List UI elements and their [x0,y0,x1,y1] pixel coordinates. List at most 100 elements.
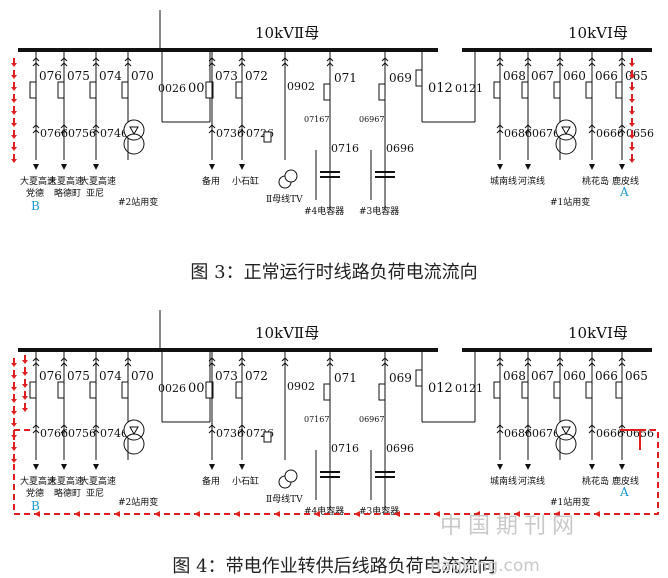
bay-code-b067: 0676 [532,427,560,440]
breaker-b065 [615,81,623,99]
tie-0026-label: 0026 [158,382,186,395]
bay-code-b066: 0666 [596,427,624,440]
flow-arrow [11,87,17,91]
disconnect-b060 [556,57,564,67]
breaker-b075 [57,81,65,99]
bay-number-b066: 066 [595,369,618,383]
flow-arrow [354,511,360,517]
flow-arrow [629,75,635,79]
bay-name-b072: 小石缸 [232,475,259,487]
bay-number-b066: 066 [595,69,618,83]
bay-code-b073: 0736 [216,427,244,440]
breaker-b060 [553,381,561,399]
disconnect-b073-lower [208,124,216,134]
disconnect-b073 [208,357,216,367]
bay-name-b0902: Ⅱ母线TV [266,193,303,205]
disconnect-b071 [326,357,334,367]
arrow-icon [209,464,215,470]
flow-arrow [514,511,520,517]
bay-name2-b076: 党德 [26,487,44,499]
bay-code-b069: 0696 [386,142,414,155]
flow-arrow [11,459,17,463]
bay-number-b060: 060 [563,69,586,83]
bay-name-b066: 桃花岛 [582,475,609,487]
flow-arrow [594,511,600,517]
breaker-b066 [585,381,593,399]
bay-name-b068: 城南线 [490,475,517,487]
figure-3-caption: 图 3：正常运行时线路负荷电流流向 [190,262,478,283]
bay-name-b069: #3电容器 [359,205,399,217]
disconnect-b070 [124,57,132,67]
flow-arrow [11,147,17,151]
bay-code-b068: 0686 [504,127,532,140]
disconnect-b065 [618,57,626,67]
flow-arrow [11,99,17,103]
bay-name-b067: 河滨线 [518,475,545,487]
disconnect-b075 [60,357,68,367]
disconnect-b066-lower [588,424,596,434]
flow-arrow [629,135,635,139]
bay-name-b071: #4电容器 [304,505,344,517]
breaker-b068 [493,381,501,399]
point-b-label: B [31,499,40,513]
transformer-icon [129,126,139,136]
bay-code-top-b069: 06967 [359,415,384,424]
disconnect-b073-lower [208,424,216,434]
bay-code-b071: 0716 [331,142,359,155]
flow-arrow [22,360,28,364]
bay-name-b075: 大夏高速 [48,175,84,187]
flow-arrow [234,511,240,517]
transformer-icon [561,126,571,136]
bay-number-b065: 065 [625,69,648,83]
bay-code-b067: 0676 [532,127,560,140]
breaker-b067 [521,81,529,99]
bay-code-b075: 0756 [68,427,96,440]
disconnect-b072-lower [238,424,246,434]
disconnect-b068 [496,57,504,67]
bus-label-1: 10kVⅠ母 [568,324,628,342]
flow-arrow [629,63,635,67]
bus-label-1: 10kVⅠ母 [568,24,628,42]
flow-arrow [474,511,480,517]
watermark-url: naqking.com [430,556,540,576]
bay-number-b071: 071 [334,371,357,385]
disconnect-b075-lower [60,424,68,434]
bay-code-top-b071: 07167 [304,415,329,424]
flow-arrow [114,511,120,517]
bay-code-b069: 0696 [386,442,414,455]
bay-number-b060: 060 [563,369,586,383]
bay-name2-b075: 略德町 [54,187,81,199]
flow-arrow [434,511,440,517]
flow-arrow [274,511,280,517]
flow-arrow [394,511,400,517]
bay-name-b073: 备用 [202,175,220,187]
flow-arrow [34,511,40,517]
arrow-icon [93,464,99,470]
bay-number-b073: 073 [215,69,238,83]
bay-code-b074: 0746 [100,427,128,440]
bay-name-b060: #1站用变 [550,496,590,508]
bay-name-b065: 鹿皮线 [612,175,639,187]
tie-0121-label: 0121 [455,382,483,395]
disconnect-b075 [60,57,68,67]
arrow-icon [33,164,39,170]
flow-arrow [11,399,17,403]
bay-name-b070: #2站用变 [118,196,158,208]
disconnect-b070 [124,357,132,367]
breaker-b074 [89,81,97,99]
disconnect-b0902 [281,57,289,67]
bay-name-b076: 大夏高速 [20,175,56,187]
flow-arrow [22,384,28,388]
bay-code-b071: 0716 [331,442,359,455]
breaker-b073 [205,81,213,99]
bay-number-b070: 070 [131,69,154,83]
bay-code-b076: 0766 [40,427,68,440]
bay-number-b0902: 0902 [287,80,315,93]
disconnect-b072 [238,357,246,367]
flow-arrow [11,411,17,415]
disconnect-b065 [618,357,626,367]
